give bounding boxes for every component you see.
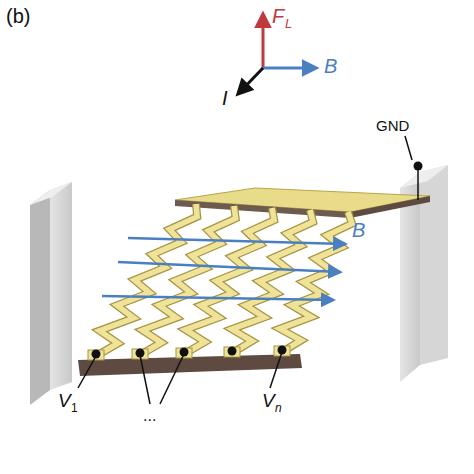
contact-dot	[228, 347, 237, 356]
electrode-pad	[274, 346, 290, 356]
spring-outline	[280, 212, 352, 352]
axis-triad	[238, 14, 316, 94]
ground-electrode	[175, 188, 430, 218]
voltage-subscript: n	[275, 402, 282, 414]
leader-line	[78, 356, 96, 388]
field-arrows	[102, 238, 345, 300]
voltage-label: V	[262, 391, 275, 410]
zigzag-springs	[96, 204, 352, 356]
leader-line	[140, 355, 150, 404]
force-label: F	[272, 6, 284, 26]
electrode-pad	[224, 347, 240, 357]
voltage-leads	[78, 352, 282, 404]
field-label: B	[324, 56, 337, 76]
ground-terminal	[405, 136, 423, 200]
ground-label: GND	[376, 118, 409, 133]
electrode-pad	[88, 350, 104, 360]
panel-label: (b)	[6, 6, 30, 26]
voltage-subscript: 1	[71, 402, 78, 414]
field-label: B	[352, 220, 365, 240]
force-subscript: L	[285, 17, 292, 30]
voltage-label: V	[58, 391, 71, 410]
ellipsis-label: ...	[143, 408, 156, 424]
current-label: I	[222, 88, 228, 108]
leader-line	[270, 352, 282, 388]
leader-line	[160, 354, 184, 404]
electrode-pad	[176, 348, 192, 358]
left-wall	[30, 182, 72, 405]
spring-strip	[280, 212, 352, 352]
electrode-pads	[88, 346, 290, 361]
